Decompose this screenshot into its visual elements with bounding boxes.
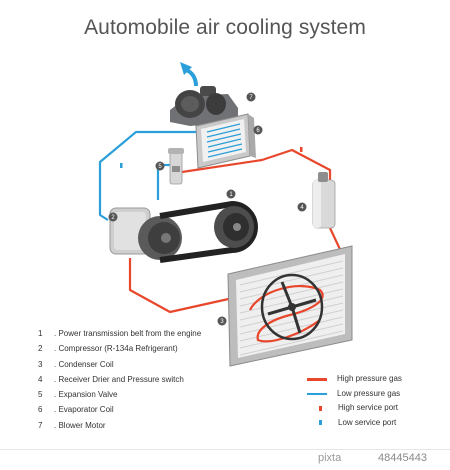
component-label: Evaporator Coil [58,405,114,415]
component-label: Receiver Drier and Pressure switch [58,374,184,384]
high-pressure-swatch [307,378,327,381]
key-label: Low service port [338,417,397,427]
airflow-arrowhead [180,62,192,75]
evaporator-coil [195,113,256,169]
svg-text:2: 2 [111,215,115,221]
component-label: Expansion Valve [58,390,118,400]
component-label: Power transmission belt from the engine [58,329,202,338]
svg-text:6: 6 [256,128,260,134]
low-pressure-swatch [307,392,327,395]
callout-4: 4 [297,202,307,212]
key-label: Low pressure gas [337,388,401,398]
component-item: 6. Evaporator Coil [38,402,201,417]
component-number: 5 [38,390,43,400]
component-label: Compressor (R-134a Refrigerant) [58,344,178,354]
callout-3: 3 [217,316,227,326]
receiver-drier [312,172,336,229]
low-service-port [120,163,123,168]
component-number: 3 [38,359,43,369]
component-item: 1. Power transmission belt from the engi… [38,326,201,341]
color-key: High pressure gas Low pressure gas High … [307,372,402,430]
svg-text:5: 5 [158,164,162,170]
low-pressure-lines [98,130,200,221]
callout-1: 1 [226,189,236,199]
key-high-pressure: High pressure gas [307,372,402,387]
callout-7: 7 [246,92,256,102]
footer-band [0,449,450,470]
component-item: 5. Expansion Valve [38,387,201,402]
key-label: High service port [338,403,399,412]
key-low-pressure: Low pressure gas [307,387,402,402]
belt-and-pulley [159,200,258,263]
callout-2: 2 [108,212,118,222]
component-number: 2 [38,344,43,354]
key-high-service-port: High service port [307,401,402,416]
blower-motor [170,86,238,126]
key-label: High pressure gas [337,374,402,383]
component-number: 7 [38,420,43,430]
svg-text:4: 4 [300,205,304,211]
high-service-port [300,147,303,152]
component-item: 2. Compressor (R-134a Refrigerant) [38,341,201,356]
svg-text:3: 3 [220,319,224,325]
low-service-port-swatch [319,420,322,426]
compressor [109,207,182,260]
callout-6: 6 [253,125,263,135]
expansion-valve [168,148,184,185]
key-low-service-port: Low service port [307,416,402,431]
svg-text:7: 7 [249,95,253,101]
component-label: Blower Motor [58,420,106,430]
component-label: Condenser Coil [58,359,114,369]
component-item: 4. Receiver Drier and Pressure switch [38,372,201,387]
svg-text:1: 1 [229,192,233,198]
page-title: Automobile air cooling system [84,16,366,39]
condenser-coil [227,245,353,367]
component-list: 1. Power transmission belt from the engi… [38,326,201,433]
component-item: 3. Condenser Coil [38,357,201,372]
callout-5: 5 [155,161,165,171]
component-number: 6 [38,405,43,415]
footer-image-id: 48445443 [378,452,427,464]
component-number: 4 [38,374,43,384]
component-number: 1 [38,329,43,338]
airflow-arrow [185,68,198,87]
component-item: 7. Blower Motor [38,418,201,433]
footer-brand: pixta [318,452,342,464]
high-service-port-swatch [319,405,322,411]
